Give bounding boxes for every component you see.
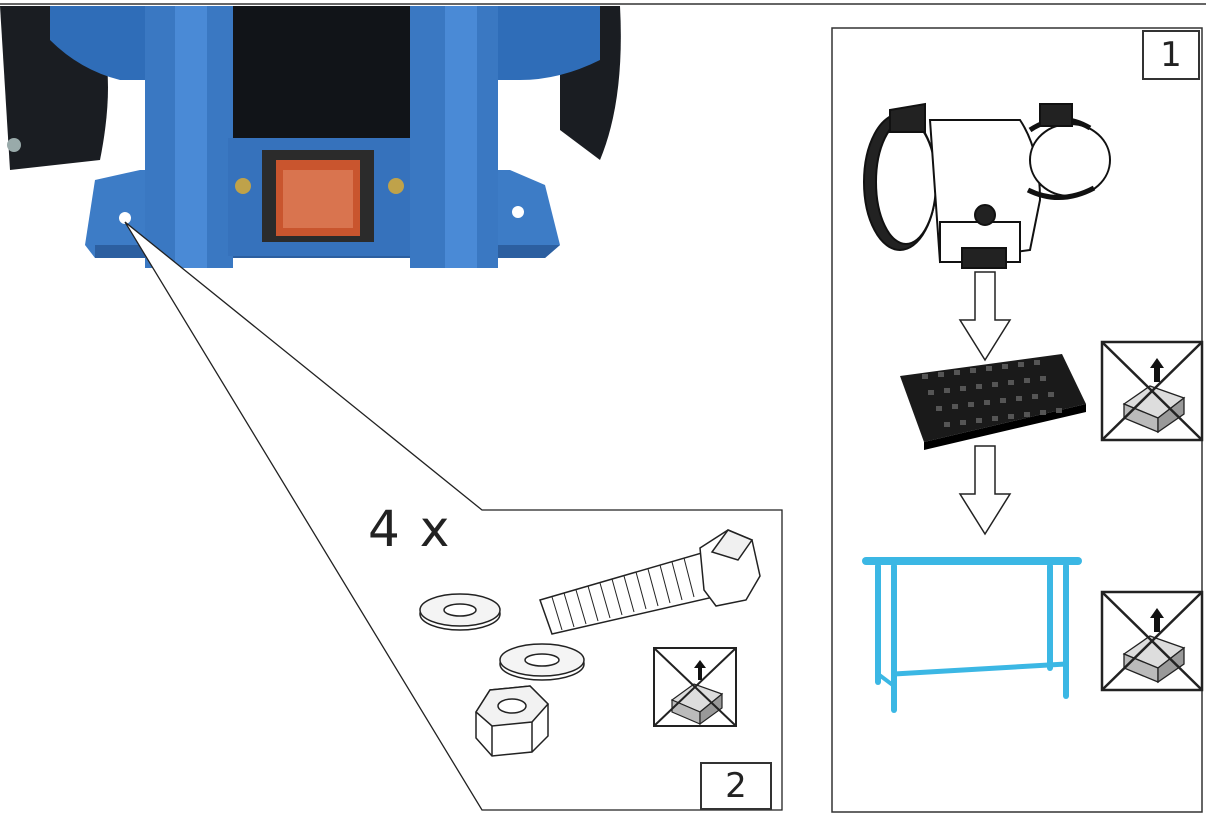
hardware-callout — [124, 221, 783, 811]
bolt-icon — [539, 529, 761, 635]
washer-icon — [419, 593, 501, 631]
nut-icon — [475, 685, 550, 757]
step-number-2: 2 — [700, 762, 772, 810]
quantity-label: 4 x — [368, 500, 452, 558]
crossed-out-box-icon — [1100, 340, 1204, 442]
step-number-1: 1 — [1142, 30, 1200, 80]
down-arrow-icon — [958, 271, 1012, 362]
crossed-out-box-icon — [653, 647, 737, 727]
washer-icon — [499, 643, 585, 681]
grinder-base-photo — [0, 6, 621, 268]
rubber-mat-drawing — [900, 354, 1086, 450]
bench-grinder-drawing — [863, 102, 1111, 269]
work-table-drawing — [862, 557, 1082, 713]
down-arrow-icon — [958, 445, 1012, 536]
crossed-out-box-icon — [1100, 590, 1204, 692]
